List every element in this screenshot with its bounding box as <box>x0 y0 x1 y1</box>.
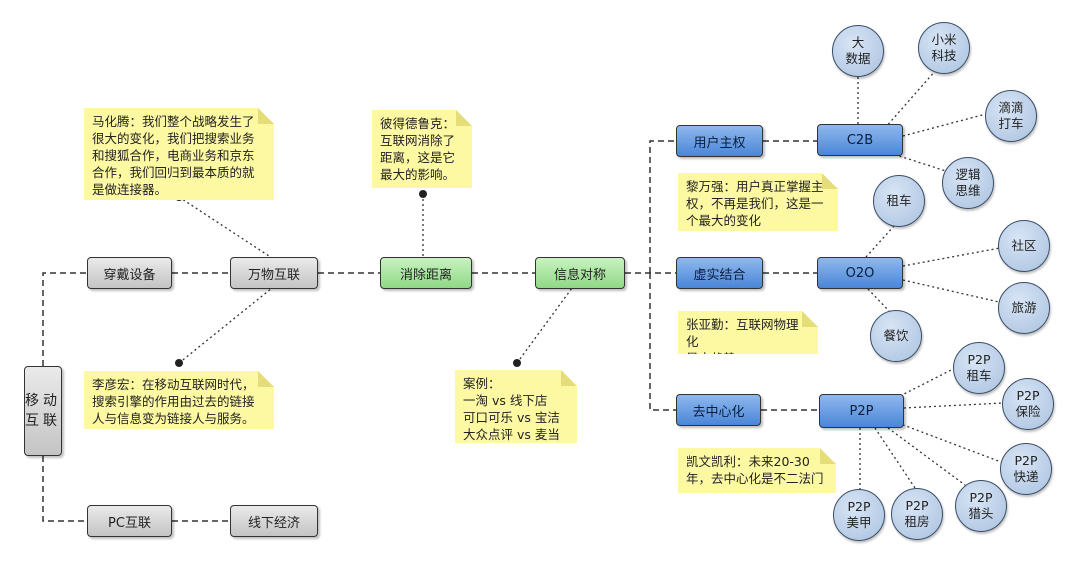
circle-p2p-express[interactable]: P2P 快递 <box>1000 443 1052 495</box>
circle-p2p-headhunt[interactable]: P2P 猎头 <box>955 480 1007 532</box>
circle-travel[interactable]: 旅游 <box>998 282 1050 334</box>
note-mahuateng: 马化腾：我们整个战略发生了 很大的变化，我们把搜索业务 和搜狐合作，电商业务和京… <box>84 108 274 200</box>
circle-didi[interactable]: 滴滴 打车 <box>985 90 1037 142</box>
note-kevin-kelly: 凯文凯利：未来20-30 年，去中心化是不二法门 <box>678 448 836 493</box>
node-p2p[interactable]: P2P <box>819 394 904 428</box>
node-info-symmetry[interactable]: 信息对称 <box>535 257 625 289</box>
circle-p2p-nails[interactable]: P2P 美甲 <box>833 489 885 541</box>
node-wearable[interactable]: 穿戴设备 <box>87 257 172 289</box>
circle-rent-car[interactable]: 租车 <box>873 175 925 227</box>
note-drucker: 彼得德鲁克： 互联网消除了 距离，这是它 最大的影响。 <box>372 110 472 188</box>
circle-xiaomi[interactable]: 小米 科技 <box>918 22 970 74</box>
node-iot[interactable]: 万物互联 <box>230 257 318 289</box>
note-zhangyaqin: 张亚勤：互联网物理化 是大趋势 <box>678 311 818 354</box>
circle-community[interactable]: 社区 <box>998 220 1050 272</box>
circle-logic[interactable]: 逻辑 思维 <box>942 157 994 209</box>
note-cases: 案例： 一淘 vs 线下店 可口可乐 vs 宝洁 大众点评 vs 麦当劳 <box>455 370 577 443</box>
circle-p2p-insurance[interactable]: P2P 保险 <box>1002 378 1054 430</box>
note-liwanqiang: 黎万强：用户真正掌握主 权，不再是我们，这是一 个最大的变化 <box>678 173 838 231</box>
node-eliminate-distance[interactable]: 消除距离 <box>380 257 472 289</box>
circle-dining[interactable]: 餐饮 <box>870 310 922 362</box>
circle-p2p-house[interactable]: P2P 租房 <box>891 488 943 540</box>
node-offline-economy[interactable]: 线下经济 <box>230 505 318 537</box>
node-user-sovereignty[interactable]: 用户主权 <box>676 125 763 157</box>
node-mobile-internet[interactable]: 移动 互联 <box>24 366 62 456</box>
node-c2b[interactable]: C2B <box>817 124 903 156</box>
circle-big-data[interactable]: 大 数据 <box>832 25 884 77</box>
node-decentralization[interactable]: 去中心化 <box>676 394 761 426</box>
note-liyanhong: 李彦宏：在移动互联网时代， 搜索引擎的作用由过去的链接 人与信息变为链接人与服务… <box>84 371 274 429</box>
node-pc-internet[interactable]: PC互联 <box>87 505 172 537</box>
circle-p2p-car[interactable]: P2P 租车 <box>953 342 1005 394</box>
node-virtual-real[interactable]: 虚实结合 <box>676 257 763 289</box>
node-o2o[interactable]: O2O <box>817 257 903 289</box>
